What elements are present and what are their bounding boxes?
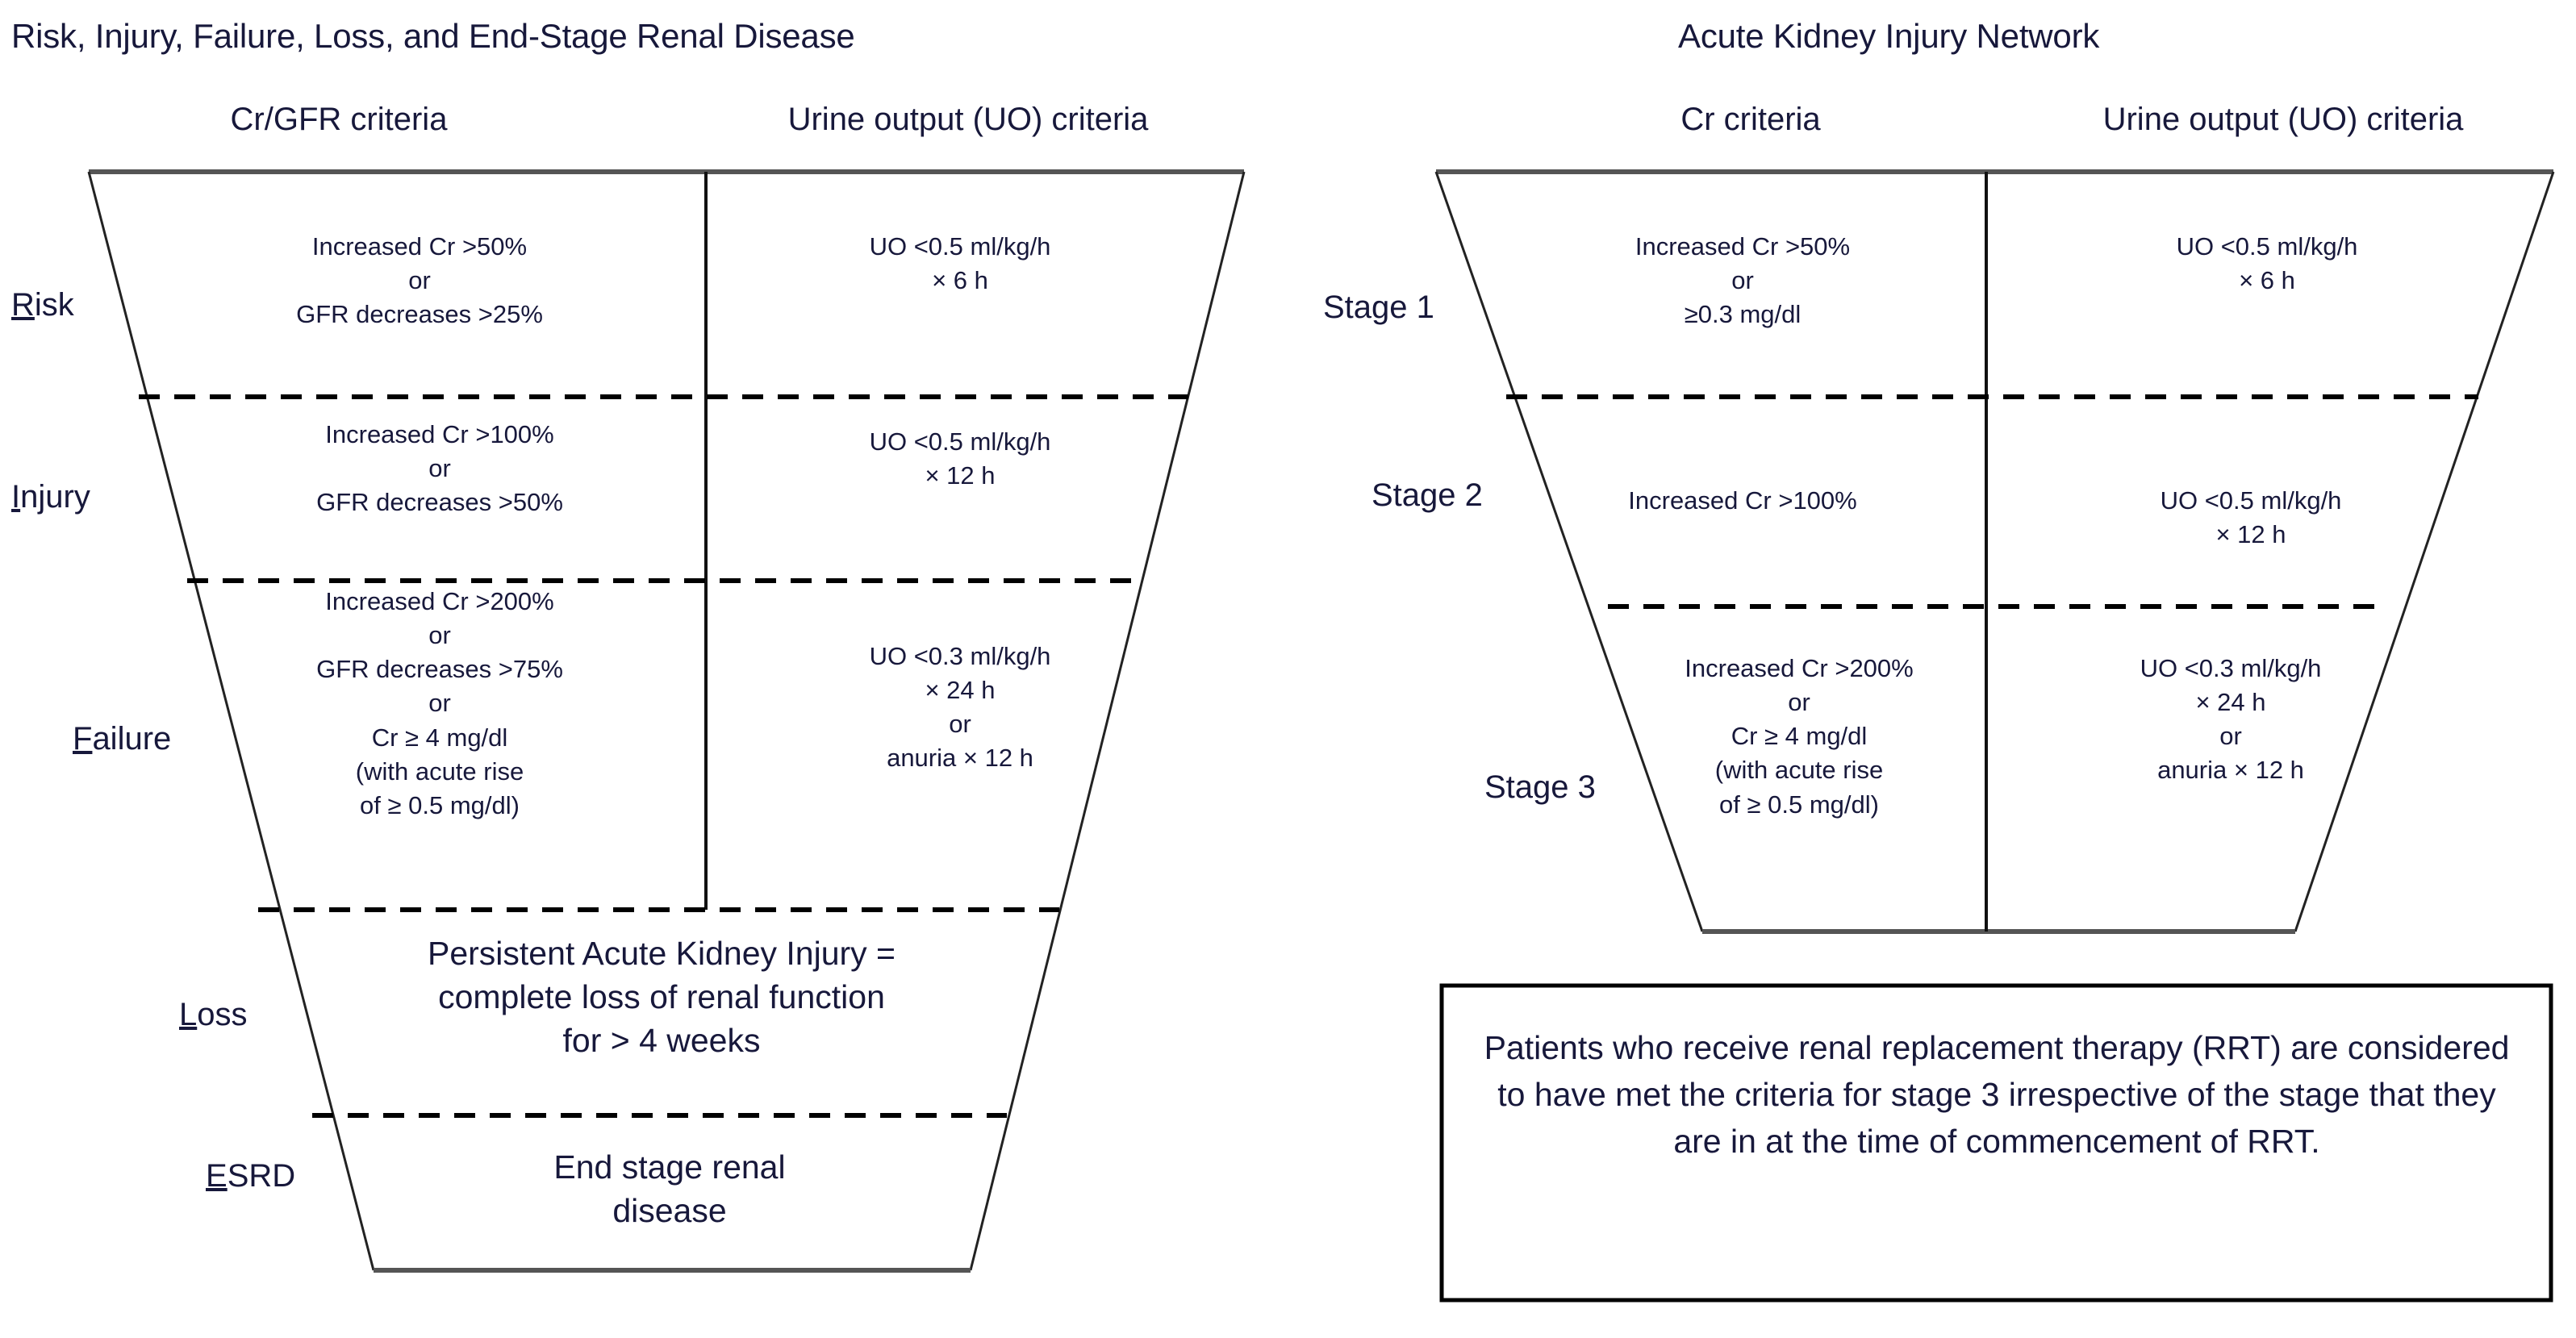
rifle-stage-label-injury: Injury: [11, 476, 90, 518]
rifle-cell-injury-uo: UO <0.5 ml/kg/h × 12 h: [869, 427, 1051, 490]
rifle-stage-label-esrd-initial: E: [206, 1158, 228, 1194]
rifle-column-header-cr: Cr/GFR criteria: [230, 102, 448, 137]
akin-stage-label-1: Stage 1: [1323, 290, 1434, 325]
akin-diagram-title: Acute Kidney Injury Network: [1678, 17, 2100, 55]
akin-column-header-uo: Urine output (UO) criteria: [2102, 102, 2464, 137]
rifle-cell-esrd: End stage renal disease: [553, 1148, 786, 1230]
akin-cell-stage1-cr: Increased Cr >50% or ≥0.3 mg/dl: [1635, 232, 1851, 329]
rifle-stage-label-failure: Failure: [73, 718, 171, 760]
rifle-stage-label-loss-initial: L: [179, 997, 198, 1032]
akin-cell-stage3-cr: Increased Cr >200% or Cr ≥ 4 mg/dl (with…: [1685, 654, 1914, 819]
rifle-stage-label-injury-rest: njury: [20, 479, 90, 515]
rifle-cell-failure-uo: UO <0.3 ml/kg/h × 24 h or anuria × 12 h: [869, 642, 1051, 773]
rifle-stage-label-injury-initial: I: [11, 479, 21, 515]
rifle-stage-label-loss-rest: oss: [197, 997, 248, 1032]
rifle-cell-risk-cr: Increased Cr >50% or GFR decreases >25%: [296, 232, 543, 329]
akin-cell-stage1-uo: UO <0.5 ml/kg/h × 6 h: [2176, 232, 2358, 295]
rifle-cell-injury-cr: Increased Cr >100% or GFR decreases >50%: [316, 420, 563, 517]
akin-column-header-cr: Cr criteria: [1680, 102, 1821, 137]
akin-cell-stage2-uo: UO <0.5 ml/kg/h × 12 h: [2160, 486, 2342, 549]
rifle-stage-label-risk-initial: R: [11, 287, 35, 323]
rifle-stage-label-risk-rest: isk: [34, 287, 74, 323]
rifle-stage-label-risk: Risk: [11, 284, 74, 326]
rifle-diagram-title: Risk, Injury, Failure, Loss, and End-Sta…: [11, 17, 855, 55]
rifle-stage-label-loss: Loss: [179, 994, 248, 1036]
akin-rrt-note: Patients who receive renal replacement t…: [1484, 1029, 2510, 1161]
rifle-column-header-uo: Urine output (UO) criteria: [787, 102, 1149, 137]
akin-stage-label-3: Stage 3: [1484, 769, 1596, 805]
rifle-stage-label-esrd-rest: SRD: [227, 1158, 296, 1194]
rifle-stage-label-esrd: ESRD: [206, 1155, 295, 1197]
rifle-cell-loss: Persistent Acute Kidney Injury = complet…: [427, 935, 896, 1060]
rifle-stage-label-failure-initial: F: [73, 721, 93, 757]
rifle-cell-failure-cr: Increased Cr >200% or GFR decreases >75%…: [316, 587, 563, 819]
rifle-cell-risk-uo: UO <0.5 ml/kg/h × 6 h: [869, 232, 1051, 295]
rifle-stage-label-failure-rest: ailure: [92, 721, 172, 757]
akin-cell-stage2-cr: Increased Cr >100%: [1628, 486, 1857, 515]
akin-cell-stage3-uo: UO <0.3 ml/kg/h × 24 h or anuria × 12 h: [2140, 654, 2322, 785]
akin-stage-label-2: Stage 2: [1372, 477, 1483, 513]
